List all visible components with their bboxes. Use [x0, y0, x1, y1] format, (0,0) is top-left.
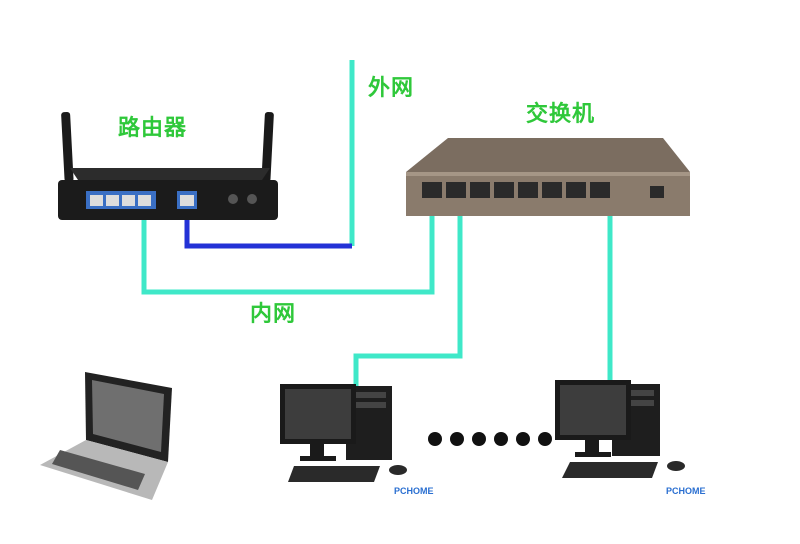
switch-icon [406, 138, 690, 216]
watermark-right-pc: PCHOME [666, 486, 706, 496]
ellipsis-dot [538, 432, 552, 446]
switch-label: 交换机 [526, 102, 596, 127]
watermark-left-pc: PCHOME [394, 486, 434, 496]
ellipsis-dot [472, 432, 486, 446]
lan-cable [141, 198, 435, 295]
ellipsis-dot [494, 432, 508, 446]
router-icon [58, 111, 278, 220]
desktop-icon [280, 384, 407, 482]
desktop-icon [555, 380, 685, 478]
ellipsis-dot [428, 432, 442, 446]
ellipsis-dot [516, 432, 530, 446]
router-label: 路由器 [118, 116, 188, 141]
laptop-icon [40, 372, 172, 500]
ellipsis-dot [450, 432, 464, 446]
lan-label: 内网 [250, 302, 297, 327]
wan-label: 外网 [368, 76, 415, 101]
switch-to-pc-cable [353, 198, 463, 408]
